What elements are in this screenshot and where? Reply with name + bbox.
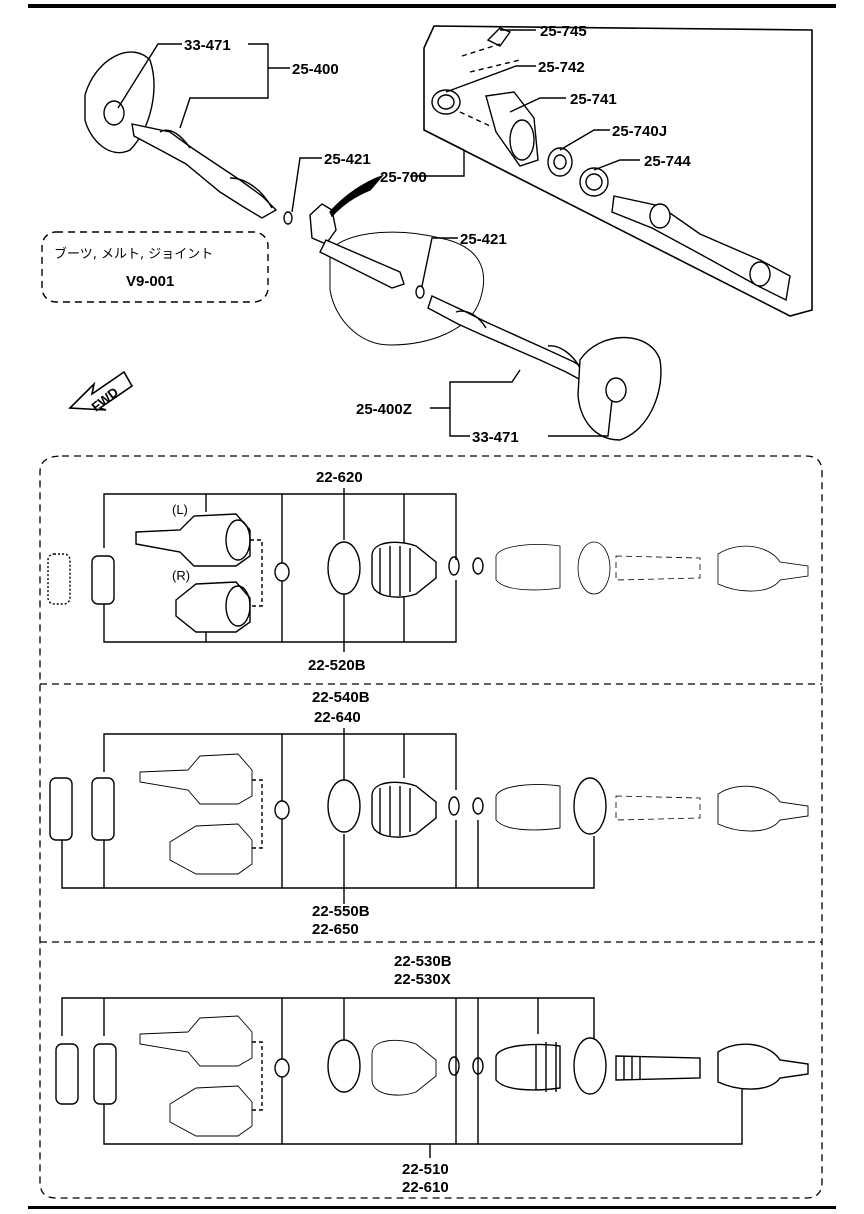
label-left: (L) [172,502,188,517]
section-1 [47,488,809,652]
transmission-housing [329,231,485,346]
label-33-471-top: 33-471 [184,37,231,54]
intermediate-shaft [319,239,405,289]
leader-25-400 [179,43,269,129]
label-25-740j: 25-740J [612,123,667,140]
label-25-400: 25-400 [292,61,339,78]
bearing-25-740j [547,147,573,177]
label-22-520b: 22-520B [308,657,366,674]
label-22-640: 22-640 [314,709,361,726]
label-22-540b: 22-540B [312,689,370,706]
label-22-620: 22-620 [316,469,363,486]
left-knuckle [84,51,155,154]
note-japanese: ブーツ, メルト, ジョイント [54,246,213,262]
leader-33-471-top [117,43,182,109]
bearing-bracket [309,203,337,245]
section-3 [55,997,809,1158]
note-box [41,231,269,303]
label-25-744: 25-744 [644,153,691,170]
circlip-upper [283,211,293,225]
bottom-border [28,1206,836,1209]
ring-25-744 [579,167,609,197]
label-22-510: 22-510 [402,1161,449,1178]
label-22-530b: 22-530B [394,953,452,970]
right-driveshaft [427,295,602,387]
circlip-lower [415,285,425,299]
label-25-741: 25-741 [570,91,617,108]
top-border [28,4,836,8]
note-code: V9-001 [126,273,174,290]
label-25-745: 25-745 [540,23,587,40]
label-22-650: 22-650 [312,921,359,938]
arrow-25-700 [329,174,385,218]
label-22-550b: 22-550B [312,903,370,920]
left-driveshaft [131,123,278,219]
label-22-610: 22-610 [402,1179,449,1196]
label-25-700: 25-700 [380,169,427,186]
seal-25-742 [431,89,461,115]
label-22-530x: 22-530X [394,971,451,988]
label-33-471-bottom: 33-471 [472,429,519,446]
lower-dashed-box [39,455,823,1199]
right-hub-seal [605,377,627,403]
label-right: (R) [172,568,190,583]
left-hub-seal [103,100,125,126]
upper-assembly [84,25,813,441]
label-25-400z: 25-400Z [356,401,412,418]
fwd-arrow [68,370,134,411]
section-2 [49,728,809,904]
bolt-25-745 [486,27,512,47]
label-25-742: 25-742 [538,59,585,76]
label-25-421-a: 25-421 [324,151,371,168]
label-25-421-b: 25-421 [460,231,507,248]
